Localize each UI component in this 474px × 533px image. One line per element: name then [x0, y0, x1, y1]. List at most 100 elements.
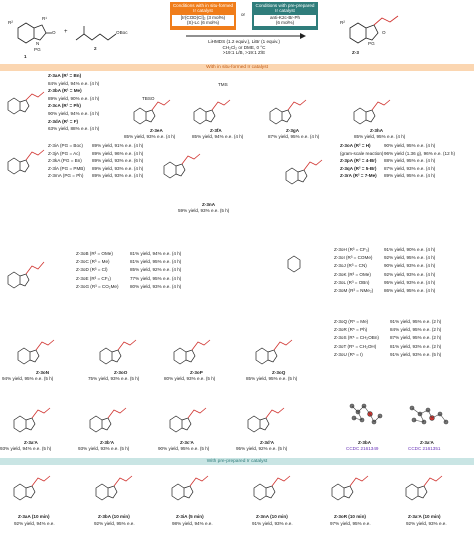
z3ka-label: Z-3kA (PG = Bn)	[48, 158, 82, 164]
bottom-structures	[13, 475, 443, 501]
z3os-label: Z-3oS (R⁵ = CH₂OBn)	[334, 335, 379, 341]
z3pa-result: 88% yield, 95% e.e. (4 h)	[384, 158, 436, 164]
bottom-row: Z-3aA (10 min) 92% yield, 94% e.e. Z-3bA…	[0, 466, 474, 532]
z3ou-result: 91% yield, 93% e.e. (5 h)	[390, 351, 442, 357]
z3ol-result: 95% yield, 93% e.e. (4 h)	[384, 279, 436, 285]
gram-scale-result: 96% yield (1.36 g), 96% e.e. (12 h)	[384, 150, 455, 156]
z3om-label: Z-3oM (R³ = NMe₂)	[334, 288, 374, 294]
z3dpa-result: 95% yield, 92% e.e. (5 h)	[236, 446, 288, 451]
z3ob-result: 81% yield, 94% e.e. (4 h)	[130, 251, 182, 256]
box-right-line1: anti-K2c-Br-Ph	[254, 14, 316, 21]
z3ma-result: 89% yield, 93% e.e. (4 h)	[92, 173, 144, 179]
product-number: Z-3	[352, 50, 359, 55]
xray-1-label: Z-3bA	[358, 440, 372, 445]
z3cpa-label: Z-3c'A	[180, 440, 194, 445]
z3ot-label: Z-3oT (R⁵ = CH₂OH)	[334, 343, 377, 349]
z3ea-tag: TBSO	[142, 96, 155, 101]
z3oq-result: 85% yield, 95% e.e. (5 h)	[246, 376, 298, 381]
box-left-line2: (S)-Lc (6 mol%)	[172, 20, 234, 26]
z3bpa-label: Z-3b'A	[100, 440, 115, 445]
z3oh-label: Z-3oH (R³ = CF₃)	[334, 247, 370, 252]
z3dpa-label: Z-3d'A	[260, 440, 275, 445]
z3o-mid-block: Z-3oB (R³ = OMe) Z-3oC (R³ = Me) Z-3oD (…	[76, 250, 119, 291]
conditions-line1: LiHMDS (1.2 equiv.), LiBr (1 equiv.)	[208, 39, 280, 44]
z3oc-label: Z-3oC (R³ = Me)	[76, 259, 110, 265]
z3oi-result: 92% yield, 95% e.e. (4 h)	[384, 255, 436, 261]
r1-label: R¹	[42, 16, 47, 21]
z3ga-result: 87% yield, 95% e.e. (4 h)	[268, 134, 320, 139]
z3ga-label: Z-3gA	[286, 128, 300, 133]
pg-label: PG	[34, 47, 41, 52]
xray-2-ccdc: CCDC 2161351	[408, 446, 441, 451]
row3: Z-3oB (R³ = OMe) Z-3oC (R³ = Me) Z-3oD (…	[0, 246, 474, 316]
z3da-result: 63% yield, 88% e.e. (4 h)	[48, 126, 100, 132]
row5: Z-3a'A 93% yield, 94% e.e. (5 h) Z-3b'A …	[0, 386, 474, 456]
bottom-z3na-result: 91% yield, 93% e.e.	[252, 521, 293, 526]
z3or-label: Z-3oR (R⁵ = Ph)	[334, 327, 368, 333]
z3oh-result: 91% yield, 90% e.e. (4 h)	[384, 247, 436, 252]
box-left-title: Conditions with in situ-formed Ir cataly…	[172, 3, 234, 14]
z3ol-label: Z-3oL (R³ = OBn)	[334, 279, 370, 285]
z3on-result: 94% yield, 95% e.e. (5 h)	[2, 376, 54, 381]
bottom-z3apa-result: 92% yield, 93% e.e.	[406, 521, 447, 526]
z3ba-result: 89% yield, 90% e.e. (4 h)	[48, 95, 100, 101]
bottom-z3aa-label: Z-3aA (10 min)	[18, 514, 50, 519]
z3apa-label: Z-3a'A	[24, 440, 38, 445]
row2: Z-3iA (PG = Boc) Z-3jA (PG = Ac) Z-3kA (…	[0, 142, 474, 246]
box-right-line2: (6 mol%)	[254, 20, 316, 26]
z3oe-label: Z-3oE (R³ = CF₃)	[76, 275, 111, 281]
z3ra-result: 89% yield, 95% e.e. (4 h)	[384, 173, 436, 179]
conditions-line3: >19:1 L/B, >19:1 Z/E	[222, 50, 266, 56]
z3op-result: 80% yield, 93% e.e. (5 h)	[164, 376, 216, 381]
bottom-z3or-result: 97% yield, 95% e.e.	[330, 521, 371, 526]
z3fa-tag: TMS	[218, 82, 228, 87]
row4-structures	[17, 339, 293, 365]
bottom-z3ba-result: 92% yield, 95% e.e.	[94, 521, 135, 526]
z3on-label: Z-3oN	[36, 370, 50, 375]
z3oa-label: Z-3oA (R² = H)	[340, 143, 371, 148]
bottom-z3apa-label: Z-3a'A (10 min)	[408, 514, 441, 519]
z3ok-result: 92% yield, 93% e.e. (4 h)	[384, 271, 436, 277]
z3qa-result: 87% yield, 93% e.e. (4 h)	[384, 165, 436, 171]
z3la-result: 89% yield, 93% e.e. (4 h)	[92, 165, 144, 171]
z3ot-result: 81% yield, 93% e.e. (2 h)	[390, 343, 442, 349]
bottom-z3na-label: Z-3nA (10 min)	[256, 514, 288, 519]
product-r2-label: R²	[340, 20, 345, 25]
z3og-label: Z-3oG (R³ = CO₂Me)	[76, 283, 119, 289]
banner-preprepared: With pre-prepared Ir catalyst	[0, 458, 474, 465]
compound-2-number: 2	[94, 46, 97, 51]
z3or-result: 84% yield, 95% e.e. (2 h)	[390, 327, 442, 333]
z3fa-result: 85% yield, 94% e.e. (4 h)	[192, 134, 244, 139]
banner-insitu: With in situ-formed Ir catalyst	[0, 64, 474, 71]
z3o-right-block: Z-3oA (R² = H) (gram-scale reaction) Z-3…	[340, 142, 383, 180]
z3oq-r5-result: 91% yield, 95% e.e. (2 h)	[390, 319, 442, 324]
z3ok-label: Z-3oK (R³ = OMe)	[334, 271, 371, 277]
o-label: O	[52, 30, 56, 35]
compound-1-number: 1	[24, 54, 27, 59]
z3o-r5-results: 91% yield, 95% e.e. (2 h) 84% yield, 95%…	[390, 318, 441, 359]
z3i-results: 89% yield, 91% e.e. (4 h) 89% yield, 96%…	[92, 142, 143, 180]
z3op-label: Z-3oP	[190, 370, 203, 375]
z3oi-label: Z-3oI (R³ = COMe)	[334, 255, 373, 261]
z3ia-result: 89% yield, 91% e.e. (4 h)	[92, 143, 144, 148]
z3oq-r5-label: Z-3oQ (R⁵ = Me)	[334, 319, 369, 324]
z3og-result: 80% yield, 93% e.e. (4 h)	[130, 283, 182, 289]
box-left-line1: [Ir(COD)Cl]₂ (3 mol%)	[172, 14, 234, 21]
z3oq-label: Z-3oQ	[272, 370, 286, 375]
z3ea-label: Z-3eA	[150, 128, 163, 133]
bottom-z3aa-result: 92% yield, 94% e.e.	[14, 521, 55, 526]
z3os-result: 87% yield, 95% e.e. (2 h)	[390, 335, 442, 341]
z3da-label: Z-3dA (R¹ = F)	[48, 118, 79, 124]
gram-scale-label: (gram-scale reaction)	[340, 150, 384, 156]
z3ja-label: Z-3jA (PG = Ac)	[48, 150, 81, 156]
z3fa-label: Z-3fA	[210, 128, 222, 133]
z3oa-result: 90% yield, 95% e.e. (4 h)	[384, 143, 436, 148]
z3a-block: Z-3aA (R¹ = Bn) 84% yield, 94% e.e. (4 h…	[48, 72, 99, 133]
z3ba-label: Z-3bA (R¹ = Me)	[48, 88, 82, 94]
z3ob-label: Z-3oB (R³ = OMe)	[76, 251, 113, 256]
z3la-label: Z-3lA (PG = PMB)	[48, 165, 85, 171]
z3o-right-results: 90% yield, 95% e.e. (4 h) 96% yield (1.3…	[384, 142, 455, 180]
z3aa-result: 84% yield, 94% e.e. (4 h)	[48, 80, 100, 86]
z3oe-result: 77% yield, 95% e.e. (4 h)	[130, 275, 182, 281]
z3aa-label: Z-3aA (R¹ = Bn)	[48, 73, 82, 78]
